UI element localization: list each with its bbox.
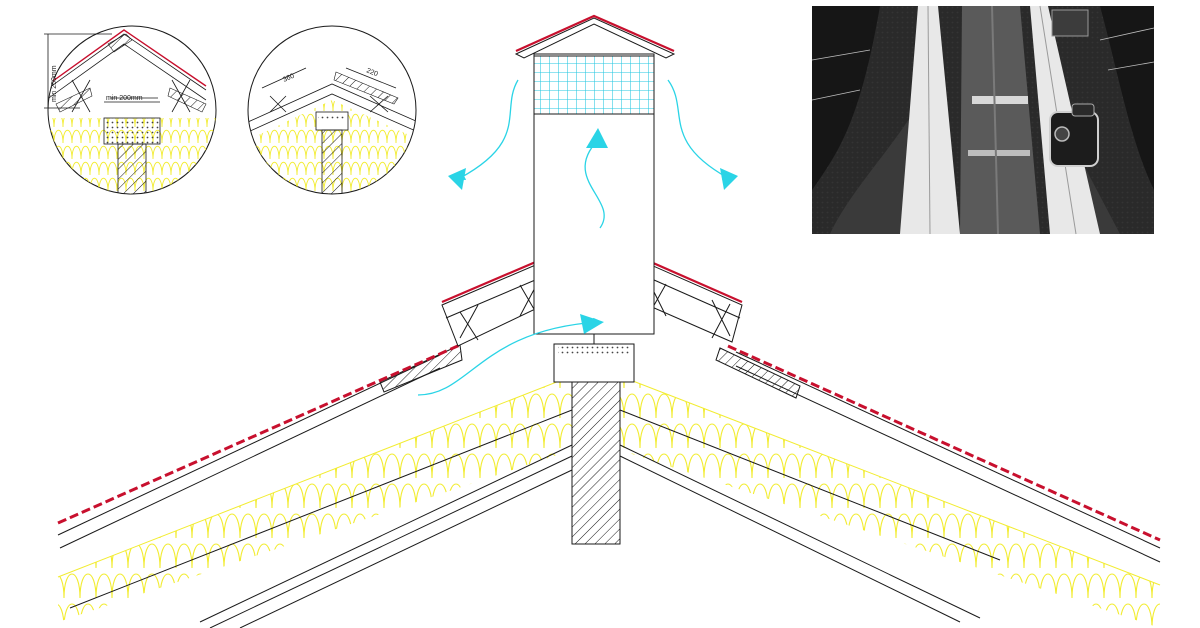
airflow-arrow-left (456, 79, 519, 181)
roof-layers-right (619, 347, 1161, 623)
dim-width-label: min 200mm (106, 95, 143, 102)
airflow-arrow-right (667, 79, 732, 181)
detail-circle-min-dimensions: min 250mm min 200mm (44, 25, 217, 195)
roof-section (57, 14, 1161, 628)
roof-ridge-photo (811, 5, 1155, 235)
airflow-arrow-up (584, 136, 605, 229)
detail-circle-spacing: 360 220 (247, 25, 417, 195)
insulation-layer (57, 375, 1161, 628)
ridge-beam (553, 334, 635, 545)
power-tool-icon (1049, 103, 1099, 167)
dim-left-label: 360 (282, 73, 296, 84)
membrane-left (57, 343, 461, 525)
vent-chimney (514, 14, 676, 335)
dim-right-label: 220 (365, 67, 379, 78)
arrowhead-icons (448, 128, 738, 334)
roof-layers-left (57, 344, 573, 628)
airflow-arrow-inlet (417, 317, 603, 396)
dim-height-label: min 250mm (51, 65, 58, 102)
membrane-right (727, 344, 1161, 542)
airflow-arrows (417, 79, 732, 396)
